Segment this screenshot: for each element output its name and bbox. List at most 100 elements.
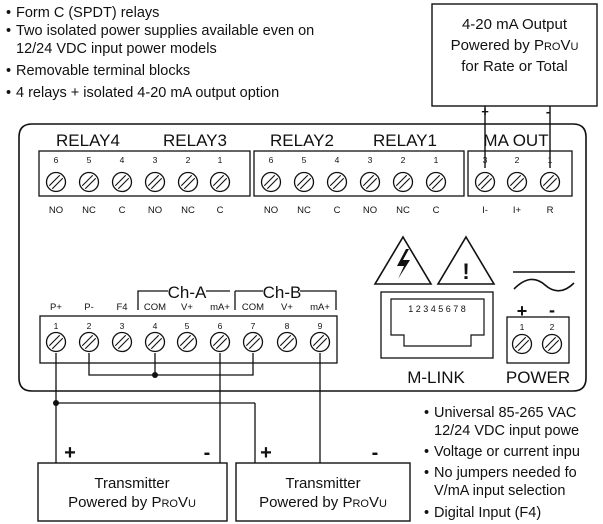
channel-b-label: Ch-B [263, 283, 302, 302]
input-terminal-number: 1 [54, 321, 59, 331]
bottom-bullet-3-continued: V/mA input selection [434, 483, 566, 499]
relay-terminal-label: NC [297, 205, 311, 216]
relay-terminal-label: NO [49, 205, 63, 216]
brand-name: ProVu [534, 37, 579, 54]
relay-terminal-number: 5 [302, 155, 307, 165]
relay-terminal-screw [326, 171, 348, 193]
power-minus-label: - [549, 300, 555, 320]
m-link-label: M-LINK [407, 368, 465, 387]
input-terminal-number: 8 [285, 321, 290, 331]
top-bullet-2: •Two isolated power supplies available e… [6, 23, 315, 39]
transmitter-2-line2: Powered by ProVu [259, 494, 387, 511]
top-bullet-3: •Removable terminal blocks [6, 63, 191, 79]
ma-out-terminal-label: I+ [513, 205, 522, 216]
ma-out-terminal-screw [474, 171, 496, 193]
input-terminal-number: 2 [87, 321, 92, 331]
input-terminal-label: V+ [281, 302, 293, 313]
ma-out-terminals: 3I-2I+1R [474, 155, 561, 216]
channel-brackets: Ch-A Ch-B [137, 283, 337, 310]
power-terminal-number: 2 [550, 322, 555, 332]
ma-out-terminal-number: 1 [548, 155, 553, 165]
input-terminal-screw [209, 331, 231, 353]
output-minus-label: - [546, 104, 550, 119]
top-bullet-2-continued: 12/24 VDC input power models [16, 41, 217, 57]
relay-terminal-screw [209, 171, 231, 193]
transmitter-1-minus: - [204, 442, 211, 464]
input-terminal-screw [45, 331, 67, 353]
input-terminal-label: COM [242, 302, 264, 313]
ma-out-terminal-number: 2 [515, 155, 520, 165]
relay-block-right [253, 150, 465, 197]
input-terminal-number: 5 [185, 321, 190, 331]
input-terminal-label: mA+ [210, 302, 230, 313]
input-terminal-number: 4 [153, 321, 158, 331]
input-terminal-number: 3 [120, 321, 125, 331]
relay-terminal-number: 2 [401, 155, 406, 165]
transmitter-2: Transmitter Powered by ProVu + - [235, 442, 411, 522]
transmitter-1-line1: Transmitter [94, 475, 169, 492]
relay-terminal-number: 6 [269, 155, 274, 165]
bottom-bullet-4: •Digital Input (F4) [424, 505, 542, 521]
m-link-pin-numbers: 1 2 3 4 5 6 7 8 [408, 304, 466, 314]
input-terminal-screw [242, 331, 264, 353]
relay-block-left [38, 150, 251, 197]
relay-terminal-number: 4 [120, 155, 125, 165]
transmitter-1: Transmitter Powered by ProVu + - [37, 442, 228, 522]
input-block [39, 315, 338, 364]
relay-terminal-screw [177, 171, 199, 193]
analog-output-box: 4-20 mA Output Powered by ProVu for Rate… [431, 3, 598, 168]
input-terminal-screw [276, 331, 298, 353]
transmitter-1-line2: Powered by ProVu [68, 494, 196, 511]
relay-headers: RELAY4 RELAY3 RELAY2 RELAY1 MA OUT [56, 131, 549, 150]
relay-terminal-screw [260, 171, 282, 193]
ma-out-terminal-label: R [547, 205, 554, 216]
field-wiring [53, 353, 321, 463]
input-terminal-screw [111, 331, 133, 353]
transmitter-2-plus: + [260, 442, 272, 464]
input-terminal-label: mA+ [310, 302, 330, 313]
input-terminal-label: P- [84, 302, 94, 313]
top-bullet-1: •Form C (SPDT) relays [6, 5, 160, 21]
relay-terminal-label: C [119, 205, 126, 216]
meter-rear-panel [18, 123, 587, 392]
relay-terminal-label: NC [181, 205, 195, 216]
power-terminal-number: 1 [520, 322, 525, 332]
svg-text:!: ! [462, 259, 469, 284]
relay-terminal-label: NC [82, 205, 96, 216]
relay-terminal-screw [392, 171, 414, 193]
bottom-bullet-1-continued: 12/24 VDC input powe [434, 423, 580, 439]
relay-terminal-screw [111, 171, 133, 193]
ma-out-terminal-number: 3 [483, 155, 488, 165]
power-terminal-screw [541, 333, 563, 355]
output-box-line1: 4-20 mA Output [462, 16, 568, 33]
relay-terminal-screw [45, 171, 67, 193]
relay-terminal-label: C [334, 205, 341, 216]
input-terminal-screw [176, 331, 198, 353]
relay-terminal-number: 3 [368, 155, 373, 165]
relay-terminal-label: NO [264, 205, 278, 216]
input-terminal-label: V+ [181, 302, 193, 313]
output-box-line3: for Rate or Total [461, 58, 567, 75]
ma-out-block [467, 150, 573, 197]
bottom-bullet-1: •Universal 85-265 VAC [424, 405, 577, 421]
transmitter-2-minus: - [372, 442, 379, 464]
relay-terminal-number: 3 [153, 155, 158, 165]
m-link-connector: 1 2 3 4 5 6 7 8 M-LINK [380, 291, 494, 387]
transmitter-1-plus: + [64, 442, 76, 464]
bottom-bullet-3: •No jumpers needed fo [424, 465, 577, 481]
relay-terminal-screw [293, 171, 315, 193]
relay3-label: RELAY3 [163, 131, 227, 150]
channel-a-label: Ch-A [168, 283, 207, 302]
relay-terminal-number: 6 [54, 155, 59, 165]
power-terminal-screw [511, 333, 533, 355]
relay-terminal-label: NO [363, 205, 377, 216]
ma-out-title: MA OUT [483, 131, 548, 150]
relay-terminal-number: 4 [335, 155, 340, 165]
input-terminal-number: 9 [318, 321, 323, 331]
output-box-line2: Powered by ProVu [451, 37, 579, 54]
input-terminal-label: P+ [50, 302, 62, 313]
